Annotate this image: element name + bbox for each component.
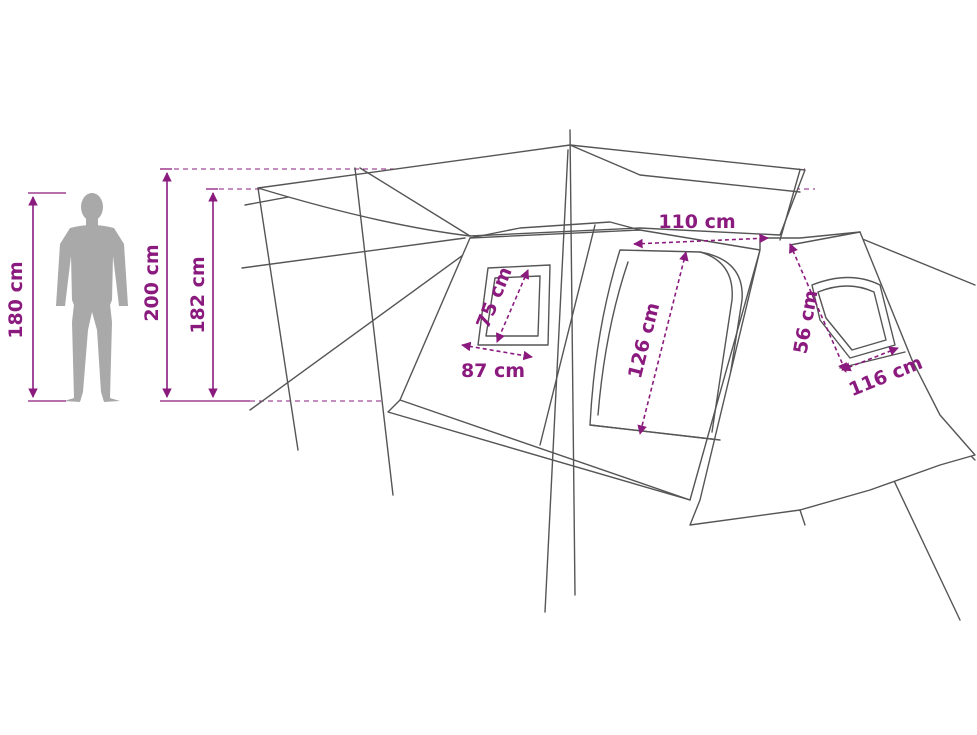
reference-ticks [28,168,250,402]
dimension-arrows [28,172,899,435]
person-silhouette-icon [56,193,128,402]
arrow-side-door-width [841,346,899,372]
label-person-height: 180 cm [5,261,27,338]
arrow-window-width [461,341,533,361]
label-peak-height: 200 cm [141,244,163,321]
label-inner-height: 182 cm [187,256,209,333]
label-door-top-width: 110 cm [658,211,735,233]
arrow-door-height [637,251,689,435]
arrow-side-door-height [789,243,847,373]
label-window-width: 87 cm [461,360,525,382]
arrow-door-top-width [633,233,769,249]
arrow-window-height [496,269,529,343]
